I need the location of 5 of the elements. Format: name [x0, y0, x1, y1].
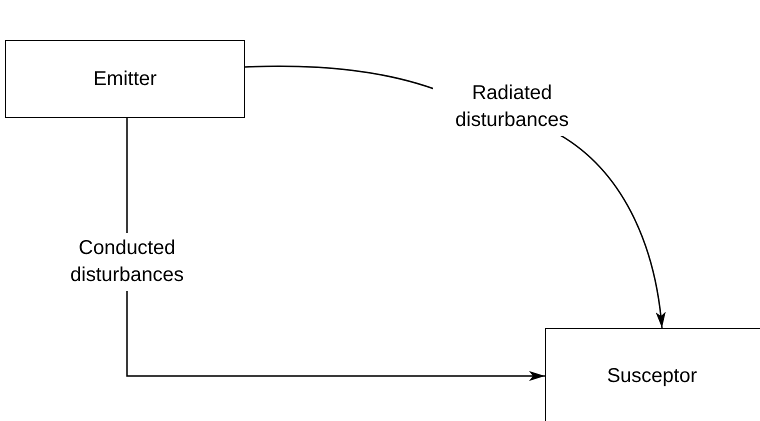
- process-box: [5, 40, 245, 118]
- process-box: [545, 328, 760, 421]
- arrow: [126, 118, 545, 381]
- node-label: Susceptor: [606, 364, 698, 388]
- node-label: Emitter: [93, 68, 157, 90]
